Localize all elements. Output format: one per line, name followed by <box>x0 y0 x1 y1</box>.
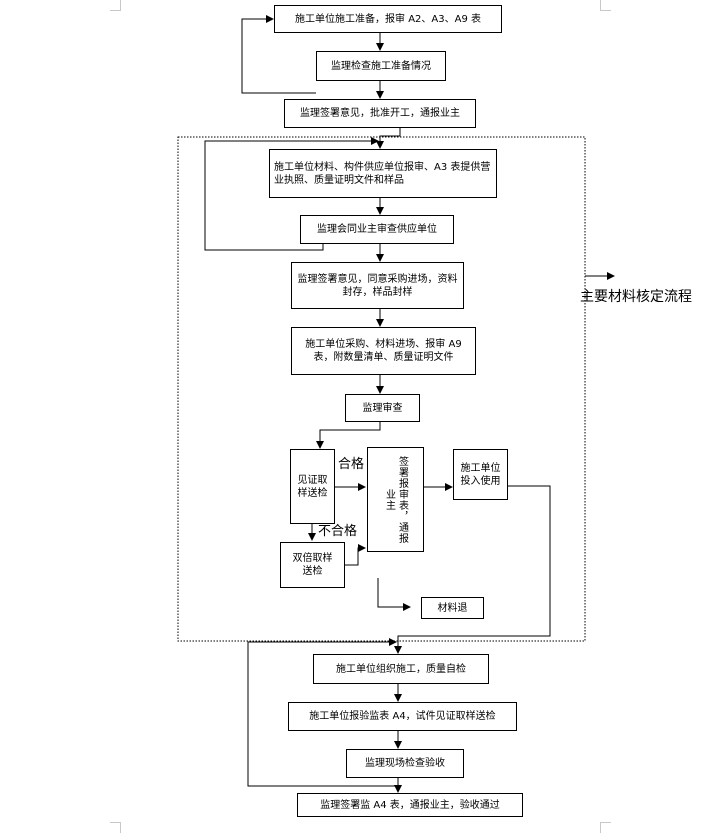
loop-n5-n4 <box>204 137 379 251</box>
page-corner-mark <box>110 0 121 11</box>
page-corner-mark <box>600 0 611 11</box>
node-construction-preparation: 施工单位施工准备，报审 A2、A3、A9 表 <box>274 5 502 33</box>
node-submit-a4: 施工单位报验监表 A4，试件见证取样送检 <box>288 702 517 731</box>
edge-label-fail: 不合格 <box>318 524 358 539</box>
edge-n8-n9 <box>316 422 381 449</box>
node-review-supplier: 监理会同业主审查供应单位 <box>300 215 454 244</box>
node-sign-report-text: 签署报审表，通报业主 <box>383 455 408 544</box>
loop-n17-n14 <box>247 638 397 787</box>
node-sign-report: 签署报审表，通报业主 <box>367 447 424 552</box>
node-acceptance-passed: 监理签署监 A4 表，通报业主，验收通过 <box>297 793 523 817</box>
node-organize-construction: 施工单位组织施工，质量自检 <box>313 654 489 684</box>
node-witness-sampling: 见证取样送检 <box>290 449 335 524</box>
node-material-return: 材料退 <box>421 597 484 619</box>
edge-n12-n10 <box>345 544 366 566</box>
node-supervisor-check-preparation: 监理检查施工准备情况 <box>316 51 446 81</box>
node-approve-purchase: 监理签署意见，同意采购进场，资料封存，样品封样 <box>291 262 464 309</box>
page-corner-mark <box>600 822 611 833</box>
node-supervisor-review: 监理审查 <box>345 394 420 422</box>
edge-n12-n13 <box>377 578 411 611</box>
material-section-frame <box>177 136 586 642</box>
edge-n11-n14 <box>394 485 551 654</box>
edge-n3-n4 <box>376 128 401 149</box>
node-approve-start: 监理签署意见，批准开工，通报业主 <box>284 99 476 128</box>
loop-n2-n1 <box>241 15 316 94</box>
section-title-material-approval: 主要材料核定流程 <box>580 289 692 305</box>
node-material-entry: 施工单位采购、材料进场、报审 A9 表，附数量清单、质量证明文件 <box>291 327 476 375</box>
node-put-into-use: 施工单位投入使用 <box>453 449 508 500</box>
node-supplier-submission: 施工单位材料、构件供应单位报审、A3 表提供营业执照、质量证明文件和样品 <box>269 149 497 198</box>
node-site-inspection: 监理现场检查验收 <box>346 749 464 778</box>
edge-label-pass: 合格 <box>338 457 365 472</box>
page-corner-mark <box>110 822 121 833</box>
node-double-sampling: 双倍取样送检 <box>280 542 345 588</box>
